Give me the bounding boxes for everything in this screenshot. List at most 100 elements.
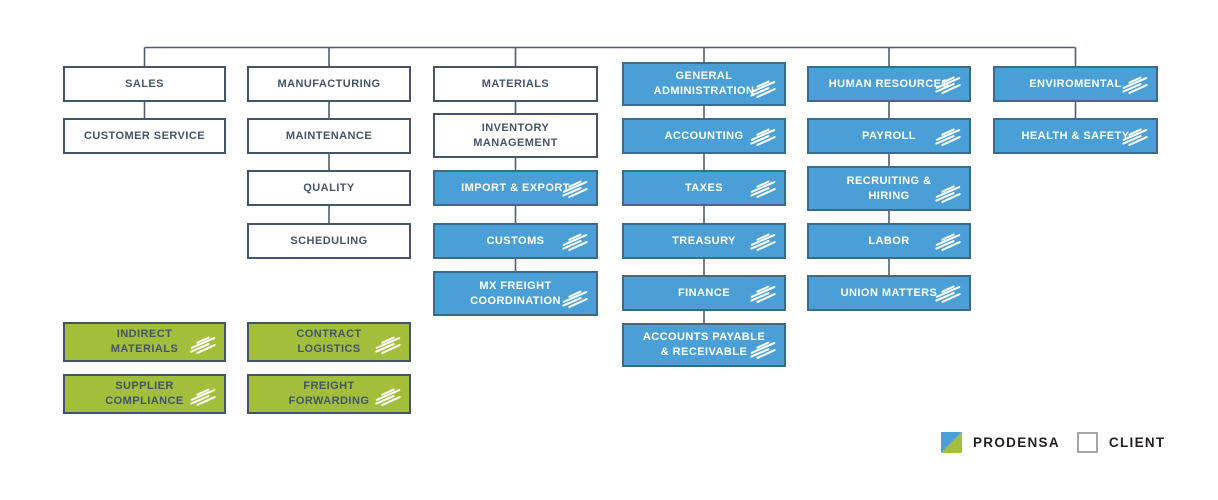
- diagonal-strokes-icon: [1122, 76, 1148, 94]
- org-box-label-line: CUSTOMS: [486, 234, 545, 247]
- org-box-label-line: RECRUITING &: [846, 174, 932, 187]
- diagonal-strokes-icon: [750, 233, 776, 251]
- org-box-label-line: INDIRECT: [116, 328, 173, 340]
- org-box-label-line: UNION MATTERS: [840, 286, 938, 299]
- org-box-label-line: LABOR: [868, 234, 910, 247]
- org-box-enviromental: ENVIROMENTAL: [993, 66, 1158, 102]
- org-box-manufacturing: MANUFACTURING: [247, 66, 411, 102]
- org-box-contract-logistics: CONTRACT LOGISTICS: [247, 322, 411, 362]
- org-box-sales: SALES: [63, 66, 226, 102]
- org-box-customs: CUSTOMS: [433, 223, 598, 259]
- org-box-general-administration: GENERAL ADMINISTRATION: [622, 62, 786, 106]
- org-box-label: PAYROLL: [809, 129, 969, 144]
- org-box-label: UNION MATTERS: [809, 286, 969, 301]
- org-box-label-line: HIRING: [868, 189, 910, 202]
- org-box-label: MANUFACTURING: [249, 77, 409, 92]
- org-box-maintenance: MAINTENANCE: [247, 118, 411, 154]
- org-box-label: CUSTOMS: [435, 234, 596, 249]
- org-box-label-line: COORDINATION: [470, 294, 561, 307]
- org-box-label: CUSTOMER SERVICE: [65, 129, 224, 144]
- org-box-accounting: ACCOUNTING: [622, 118, 786, 154]
- org-box-quality: QUALITY: [247, 170, 411, 206]
- org-box-label: QUALITY: [249, 181, 409, 196]
- org-box-label: MAINTENANCE: [249, 129, 409, 144]
- org-box-customer-service: CUSTOMER SERVICE: [63, 118, 226, 154]
- org-box-label-line: INVENTORY: [481, 121, 550, 134]
- org-box-label: SCHEDULING: [249, 234, 409, 249]
- org-box-label-line: TAXES: [684, 181, 724, 194]
- diagonal-strokes-icon: [562, 290, 588, 308]
- diagonal-strokes-icon: [750, 341, 776, 359]
- org-box-label-line: CUSTOMER SERVICE: [83, 129, 206, 142]
- org-box-label-line: PAYROLL: [862, 129, 916, 142]
- org-box-label: ENVIROMENTAL: [995, 77, 1156, 92]
- org-box-label: ACCOUNTING: [624, 129, 784, 144]
- diagonal-strokes-icon: [750, 180, 776, 198]
- org-box-label-line: FORWARDING: [288, 395, 370, 407]
- legend-item-client: CLIENT: [1076, 432, 1166, 453]
- org-box-label: IMPORT & EXPORT: [435, 181, 596, 196]
- org-box-label: GENERAL ADMINISTRATION: [624, 69, 784, 99]
- org-box-scheduling: SCHEDULING: [247, 223, 411, 259]
- org-box-label-line: CONTRACT: [296, 328, 362, 340]
- org-box-label-line: MAINTENANCE: [285, 129, 373, 142]
- org-box-label: ACCOUNTS PAYABLE & RECEIVABLE: [624, 330, 784, 360]
- diagonal-strokes-icon: [750, 285, 776, 303]
- org-box-label-line: MX FREIGHT: [479, 279, 552, 292]
- diagonal-strokes-icon: [935, 128, 961, 146]
- diagonal-strokes-icon: [562, 180, 588, 198]
- org-box-finance: FINANCE: [622, 275, 786, 311]
- org-box-label: MX FREIGHT COORDINATION: [435, 279, 596, 309]
- org-box-label: HUMAN RESOURCES: [809, 77, 969, 92]
- org-box-label-line: TREASURY: [672, 234, 736, 247]
- org-box-label-line: MATERIALS: [481, 77, 550, 90]
- legend-label-client: CLIENT: [1108, 435, 1166, 450]
- legend: PRODENSA CLIENT: [941, 432, 1165, 453]
- org-box-inventory-management: INVENTORY MANAGEMENT: [433, 113, 598, 158]
- org-box-label-line: SCHEDULING: [290, 234, 368, 247]
- org-box-label-line: COMPLIANCE: [105, 395, 184, 407]
- swatch-green-triangle: [941, 432, 962, 453]
- diagonal-strokes-icon: [190, 336, 216, 354]
- diagonal-strokes-icon: [190, 388, 216, 406]
- org-box-label-line: MANUFACTURING: [277, 77, 381, 90]
- org-box-label-line: ADMINISTRATION: [653, 85, 755, 97]
- org-box-import-export: IMPORT & EXPORT: [433, 170, 598, 206]
- org-box-label: FREIGHT FORWARDING: [249, 379, 409, 409]
- org-box-health-safety: HEALTH & SAFETY: [993, 118, 1158, 154]
- org-box-label: SALES: [65, 77, 224, 92]
- org-box-label: FINANCE: [624, 286, 784, 301]
- diagonal-strokes-icon: [375, 336, 401, 354]
- org-box-label-line: HUMAN RESOURCES: [828, 77, 950, 90]
- org-box-label-line: FINANCE: [677, 286, 731, 299]
- diagonal-strokes-icon: [1122, 128, 1148, 146]
- org-box-label: MATERIALS: [435, 77, 596, 92]
- org-box-accounts-payable-receivable: ACCOUNTS PAYABLE & RECEIVABLE: [622, 323, 786, 367]
- org-box-label-line: FREIGHT: [303, 380, 355, 392]
- diagonal-strokes-icon: [750, 80, 776, 98]
- org-box-label-line: SUPPLIER: [115, 380, 174, 392]
- org-box-label-line: LOGISTICS: [297, 343, 361, 355]
- org-box-label-line: IMPORT & EXPORT: [461, 181, 570, 194]
- org-box-label-line: ACCOUNTS PAYABLE: [642, 331, 766, 343]
- diagonal-strokes-icon: [375, 388, 401, 406]
- org-box-label: LABOR: [809, 234, 969, 249]
- org-box-materials: MATERIALS: [433, 66, 598, 102]
- legend-label-prodensa: PRODENSA: [973, 435, 1060, 450]
- org-box-label: CONTRACT LOGISTICS: [249, 327, 409, 357]
- org-box-label-line: & RECEIVABLE: [660, 346, 748, 358]
- org-box-recruiting-hiring: RECRUITING & HIRING: [807, 166, 971, 211]
- diagonal-strokes-icon: [935, 185, 961, 203]
- diagonal-strokes-icon: [750, 128, 776, 146]
- org-box-treasury: TREASURY: [622, 223, 786, 259]
- org-box-label: SUPPLIER COMPLIANCE: [65, 379, 224, 409]
- org-box-taxes: TAXES: [622, 170, 786, 206]
- org-box-label-line: MANAGEMENT: [473, 136, 558, 149]
- org-box-label-line: ENVIROMENTAL: [1029, 77, 1122, 90]
- org-box-label-line: GENERAL: [675, 70, 733, 82]
- prodensa-swatch-icon: [941, 432, 962, 453]
